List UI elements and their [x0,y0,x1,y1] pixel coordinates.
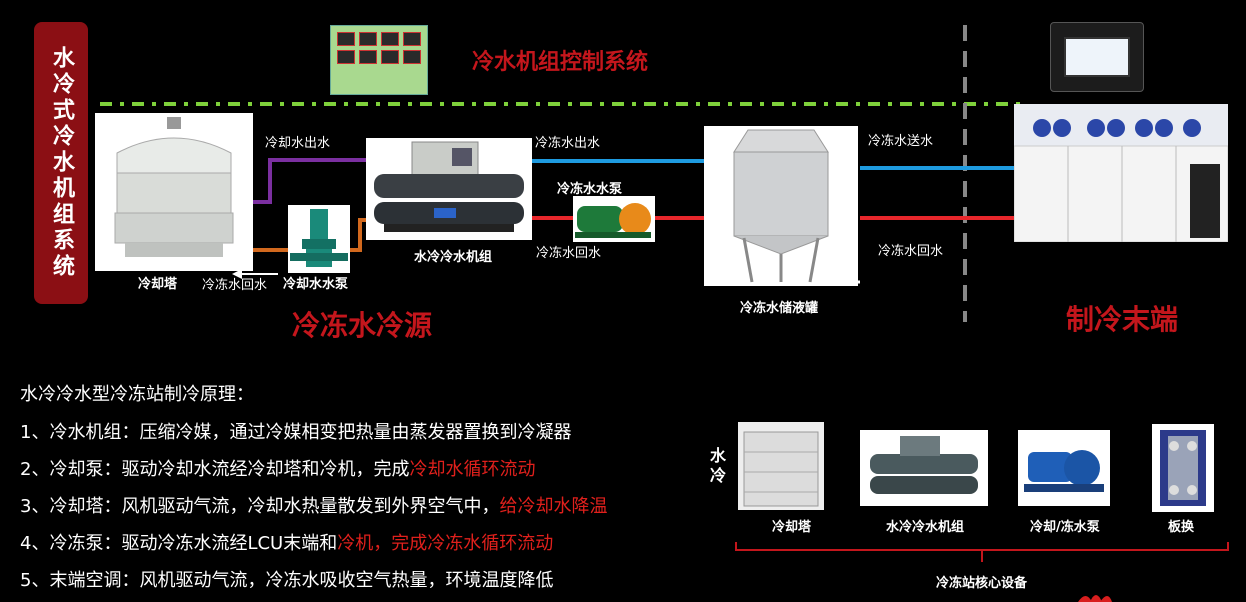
terminal-ac-image [1014,104,1228,242]
logo-icon [1072,588,1116,602]
control-panel-image [330,25,428,95]
cooling-pump-label: 冷却水水泵 [283,277,349,292]
return-arrow-head [232,269,242,279]
equipment-pump-image [1018,430,1110,506]
equipment-side-label: 水冷 [710,446,727,485]
chilled-pump-label: 冷冻水水泵 [557,182,623,197]
principles-heading: 水冷冷水型冷冻站制冷原理： [20,384,254,405]
equipment-bracket [735,542,1229,551]
principle-text: 5、末端空调：风机驱动气流，冷冻水吸收空气热量，环境温度降低 [20,570,554,591]
principle-highlight: 给冷却水降温 [499,496,608,517]
side-title: 水冷式冷水机组系统 [49,46,74,280]
principle-item-5: 5、末端空调：风机驱动气流，冷冻水吸收空气热量，环境温度降低 [20,566,553,592]
terminal-title: 制冷末端 [1066,303,1179,336]
equipment-label-cooling-tower: 冷却塔 [772,520,812,535]
side-title-box: 水冷式冷水机组系统 [34,22,88,304]
equipment-caption: 冷冻站核心设备 [936,576,1028,591]
equipment-label-pump: 冷却/冻水泵 [1030,520,1100,535]
terminal-controller-image [1050,22,1144,92]
storage-tank-image [704,126,858,286]
principle-text: 3、冷却塔：风机驱动气流，冷却水热量散发到外界空气中， [20,496,500,517]
cooling-return-label: 冷冻水回水 [202,278,268,293]
equipment-plate-exchanger-image [1152,424,1214,512]
equipment-label-plate-exchanger: 板换 [1168,520,1195,535]
equipment-chiller-image [860,430,988,506]
equipment-cooling-tower-image [738,422,824,510]
principle-text: 1、冷水机组：压缩冷媒，通过冷媒相变把热量由蒸发器置换到冷凝器 [20,422,572,443]
principle-item-1: 1、冷水机组：压缩冷媒，通过冷媒相变把热量由蒸发器置换到冷凝器 [20,418,571,444]
control-system-title: 冷水机组控制系统 [472,50,649,75]
principle-item-4: 4、冷冻泵：驱动冷冻水流经LCU末端和冷机，完成冷冻水循环流动 [20,529,553,555]
principle-text: 4、冷冻泵：驱动冷冻水流经LCU末端和 [20,533,338,554]
chilled-return-right-label: 冷冻水回水 [878,244,944,259]
chiller-unit-image [366,138,532,240]
cooling-tower-image [95,113,253,271]
chilled-source-title: 冷冻水冷源 [292,309,433,342]
cooling-pump-image [288,205,350,273]
storage-tank-label: 冷冻水储液罐 [740,301,819,316]
cooling-water-out-label: 冷却水出水 [265,136,331,151]
chilled-water-out-label: 冷冻水出水 [535,136,601,151]
principle-text: 2、冷却泵：驱动冷却水流经冷却塔和冷机，完成 [20,459,410,480]
equipment-label-chiller: 水冷冷水机组 [886,520,965,535]
principle-highlight: 冷机，完成冷冻水循环流动 [337,533,554,554]
chiller-unit-label: 水冷冷水机组 [414,250,493,265]
chilled-supply-label: 冷冻水送水 [868,134,934,149]
chilled-pump-image [573,196,655,242]
principle-highlight: 冷却水循环流动 [409,459,536,480]
principle-item-2: 2、冷却泵：驱动冷却水流经冷却塔和冷机，完成冷却水循环流动 [20,455,535,481]
chilled-return-left-label: 冷冻水回水 [536,246,602,261]
cooling-tower-label: 冷却塔 [138,277,178,292]
principle-item-3: 3、冷却塔：风机驱动气流，冷却水热量散发到外界空气中，给冷却水降温 [20,492,607,518]
